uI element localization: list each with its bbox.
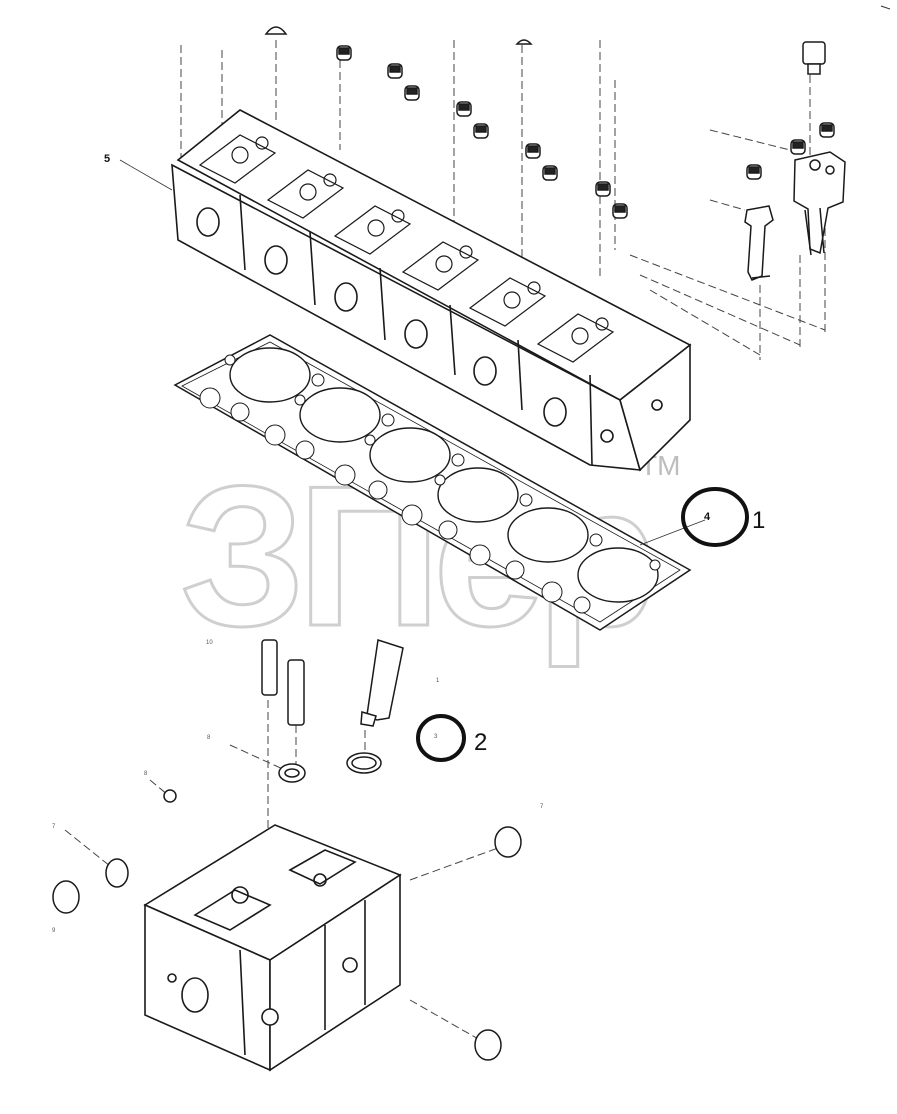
expansion-plugs <box>52 826 522 1061</box>
rocker-bracket-large <box>793 151 846 256</box>
plug-small <box>163 789 177 803</box>
highlight-circle-1 <box>681 487 749 547</box>
head-ports <box>196 207 663 443</box>
injector-lower <box>366 639 404 721</box>
callout-small-7a: 7 <box>52 824 56 830</box>
callout-small-9: 9 <box>52 928 56 934</box>
callout-small-11: 1 <box>436 678 440 684</box>
gasket-bores <box>229 347 659 603</box>
corner-mark <box>880 5 891 10</box>
sleeve-tube-mid <box>287 659 305 726</box>
highlight-circle-2 <box>416 714 466 762</box>
callout-small-8a: 8 <box>207 735 211 741</box>
callout-small-10: 10 <box>206 640 213 646</box>
callout-small-7b: 7 <box>540 804 544 810</box>
gasket-holes <box>199 354 661 614</box>
callout-5: 5 <box>104 153 110 165</box>
callout-small-3: 3 <box>434 734 438 740</box>
sleeve-parts <box>163 639 404 803</box>
sleeve-tube-left <box>261 639 278 696</box>
callout-2: 2 <box>474 729 487 756</box>
head-top-details <box>198 134 615 363</box>
head-gasket <box>173 334 692 631</box>
head-front-segments <box>239 194 593 466</box>
cap-row <box>336 45 835 219</box>
cylinder-head-single <box>143 824 402 1072</box>
callout-4: 4 <box>704 511 711 523</box>
injector-top-right <box>802 41 826 75</box>
cylinder-head-6cyl <box>171 109 692 472</box>
callout-small-8b: 8 <box>144 771 148 777</box>
callouts: 5 4 1 3 2 8 8 7 7 9 10 1 <box>52 153 765 934</box>
rocker-bracket-small <box>744 205 774 281</box>
valve-stem-caps <box>264 26 835 219</box>
callout-1: 1 <box>752 507 765 534</box>
